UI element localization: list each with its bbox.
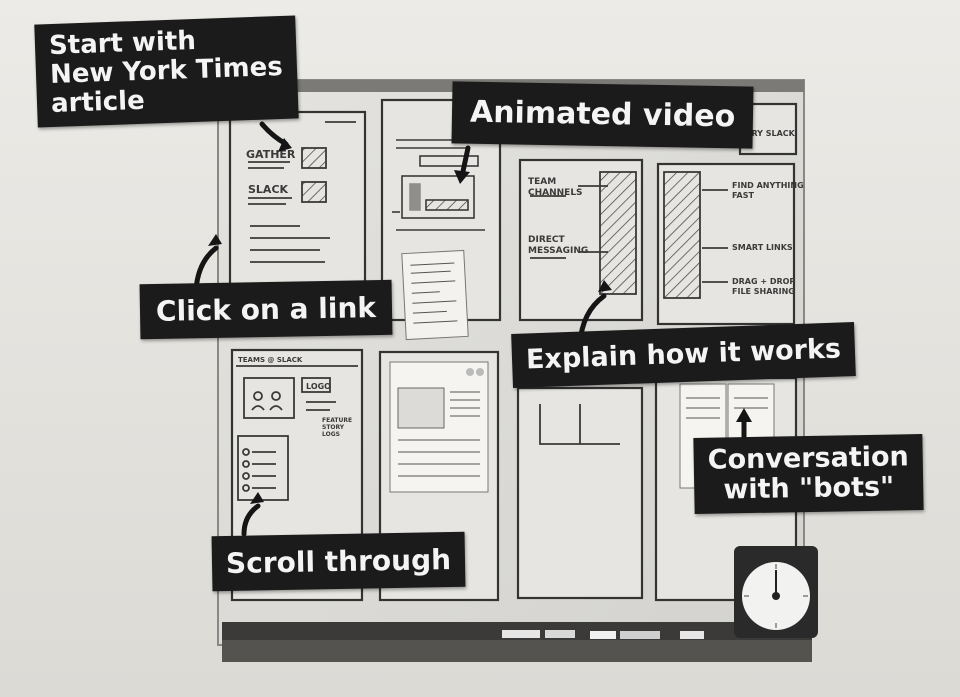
sketch-article [248,121,356,263]
avatar-sketch-icon [253,391,263,401]
callout-scroll-text: Scroll through [225,543,452,580]
callout-explain-text: Explain how it works [525,333,842,376]
marker-tray [222,622,812,662]
hatched-placeholder-icon [599,171,637,295]
arrow-icon [241,503,261,537]
hatched-placeholder-icon [301,181,327,203]
arrow-heads [208,138,752,504]
callout-start-line-3: article [50,86,146,120]
sketch-features [663,171,728,299]
hatched-placeholder-icon [663,171,701,299]
callout-start-nyt: Start with New York Times article [34,15,299,128]
timer-icon [734,546,818,638]
callout-animated-text: Animated video [469,94,736,135]
callout-click-link: Click on a link [139,279,393,340]
sketch-gather-label: GATHER [246,148,296,161]
sketch-logo: LOGO [306,382,331,391]
callout-animated-video: Animated video [451,81,754,149]
sketch-scroll [236,365,358,501]
panel-article [228,110,367,289]
callout-scroll: Scroll through [211,531,466,592]
callout-conversation-line-1: Conversation [707,441,910,476]
callout-conversation-bots: Conversation with "bots" [693,434,924,515]
callout-click-text: Click on a link [155,291,377,328]
hatched-placeholder-icon [301,147,327,169]
sketch-try-slack: TRY SLACK [746,129,796,138]
sketch-slack-label: SLACK [248,183,289,196]
sketch-teams-slack: TEAMS @ SLACK [238,356,303,364]
callout-conversation-line-2: with "bots" [723,471,895,506]
sketch-channels [530,171,637,295]
sketch-explain [539,404,620,445]
avatar-sketch-icon [271,391,281,401]
printed-sheet [389,361,489,493]
sticky-sheet [401,249,469,341]
sketch-smart-links: SMART LINKS [732,243,793,252]
